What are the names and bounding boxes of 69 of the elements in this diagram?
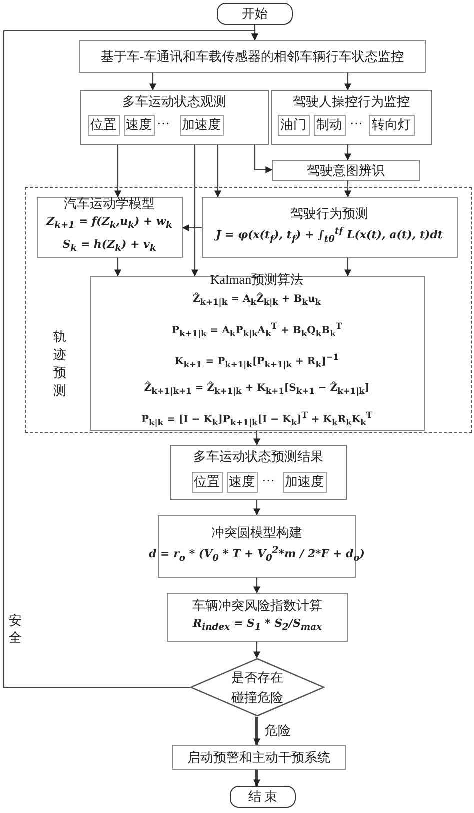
- formula: d = r$_{o}$ * (V$_{0}$ * T + V$_{0}$$^{2}$*m / 2*F + d$_{o}$): [149, 544, 365, 566]
- node-label: 速度: [126, 117, 152, 133]
- terminal-box: [217, 3, 293, 25]
- node-label: 位置: [194, 474, 220, 490]
- node-label: 多车运动状态观测: [122, 94, 228, 110]
- arrow: [114, 145, 122, 198]
- arrow: [3, 30, 258, 688]
- ellipsis-text: ···: [262, 473, 275, 489]
- arrow: [254, 145, 273, 174]
- node-label: 转向灯: [372, 117, 411, 133]
- group-box: [80, 90, 269, 145]
- arrow: [150, 73, 156, 91]
- node-label: 驾驶意图辨识: [307, 162, 385, 178]
- arrow: [254, 500, 260, 516]
- arrow: [254, 578, 260, 594]
- arrow: [182, 224, 202, 232]
- arrow: [344, 258, 352, 277]
- process-box: [202, 196, 458, 258]
- process-box: [272, 160, 420, 181]
- ellipsis-text: ···: [157, 116, 170, 132]
- node-label: 速度: [229, 474, 255, 490]
- process-box: [172, 745, 346, 770]
- arrow: [254, 642, 260, 659]
- arrow: [192, 145, 198, 277]
- arrow: [254, 770, 260, 787]
- terminal-box: [230, 786, 296, 808]
- node-label: 轨迹预测: [53, 328, 67, 400]
- process-box: [167, 593, 348, 642]
- process-box: [36, 196, 182, 258]
- node-label: 是否存在碰撞危险: [230, 668, 284, 706]
- node-label: 驾驶人操控行为监控: [292, 94, 411, 110]
- arrow: [344, 145, 352, 161]
- node-label: 多车运动状态预测结果: [192, 449, 324, 465]
- formula: Ẑ$_{k+1|k}$ = A$_{k}$Ẑ$_{k|k}$ + B$_{k}$u$_{k}$: [192, 292, 322, 310]
- node-label: 结 束: [248, 789, 278, 805]
- arrow: [344, 181, 352, 198]
- arrow: [114, 258, 122, 277]
- node-label: 油门: [280, 117, 306, 133]
- node-label: 基于车-车通讯和车载传感器的相邻车辆行车状态监控: [100, 48, 404, 64]
- node-label: 车辆冲突风险指数计算: [192, 598, 322, 614]
- node-label: 冲突圆模型构建: [212, 525, 302, 542]
- process-box: [79, 40, 426, 73]
- node-label: 驾驶行为预测: [290, 206, 368, 222]
- node-label: 加速度: [182, 117, 221, 133]
- arrow: [344, 73, 352, 91]
- dashed-group-frame: [25, 187, 472, 433]
- formula: J = φ(x(t$_{f}$), t$_{f}$) + ∫$_{t0}$$^{tf}$ L(x(t), a(t), t)dt: [216, 224, 443, 246]
- formula: R$_{index}$ = S$_{1}$ * S$_{2}$/S$_{max}$: [193, 616, 322, 636]
- edge-label: 安全: [9, 612, 23, 646]
- state-box: [368, 114, 414, 136]
- node-label: 制动: [316, 117, 342, 133]
- node-label: 开始: [242, 6, 268, 22]
- group-box: [271, 90, 432, 145]
- formula: Ẑ$_{k+1|k+1}$ = Ẑ$_{k+1|k}$ + K$_{k+1}$[S$_{k+1}$ − Ẑ$_{k+1|k}$]: [144, 380, 370, 398]
- group-box: [170, 445, 347, 500]
- arrow: [214, 145, 222, 198]
- edge-label: 危险: [265, 723, 291, 738]
- node-label: 加速度: [285, 474, 324, 490]
- formula: K$_{k+1}$ = P$_{k+1|k}$[P$_{k+1|k}$ + R$_{k}$]$^{−1}$: [174, 351, 340, 372]
- node-label: 汽车运动学模型: [64, 196, 155, 212]
- formula: S$_{k}$ = h(Z$_{k}$) + v$_{k}$: [62, 237, 156, 256]
- node-label: 启动预警和主动干预系统: [188, 750, 330, 766]
- node-label: 位置: [90, 117, 116, 133]
- arrow: [254, 717, 260, 746]
- decision-diamond: [190, 658, 325, 717]
- formula: Z$_{k+1}$ = f(Z$_{k}$,u$_{k}$) + w$_{k}$: [46, 214, 172, 233]
- ellipsis-text: ···: [350, 116, 363, 132]
- arrow: [254, 431, 260, 446]
- node-label: Kalman预测算法: [210, 272, 304, 288]
